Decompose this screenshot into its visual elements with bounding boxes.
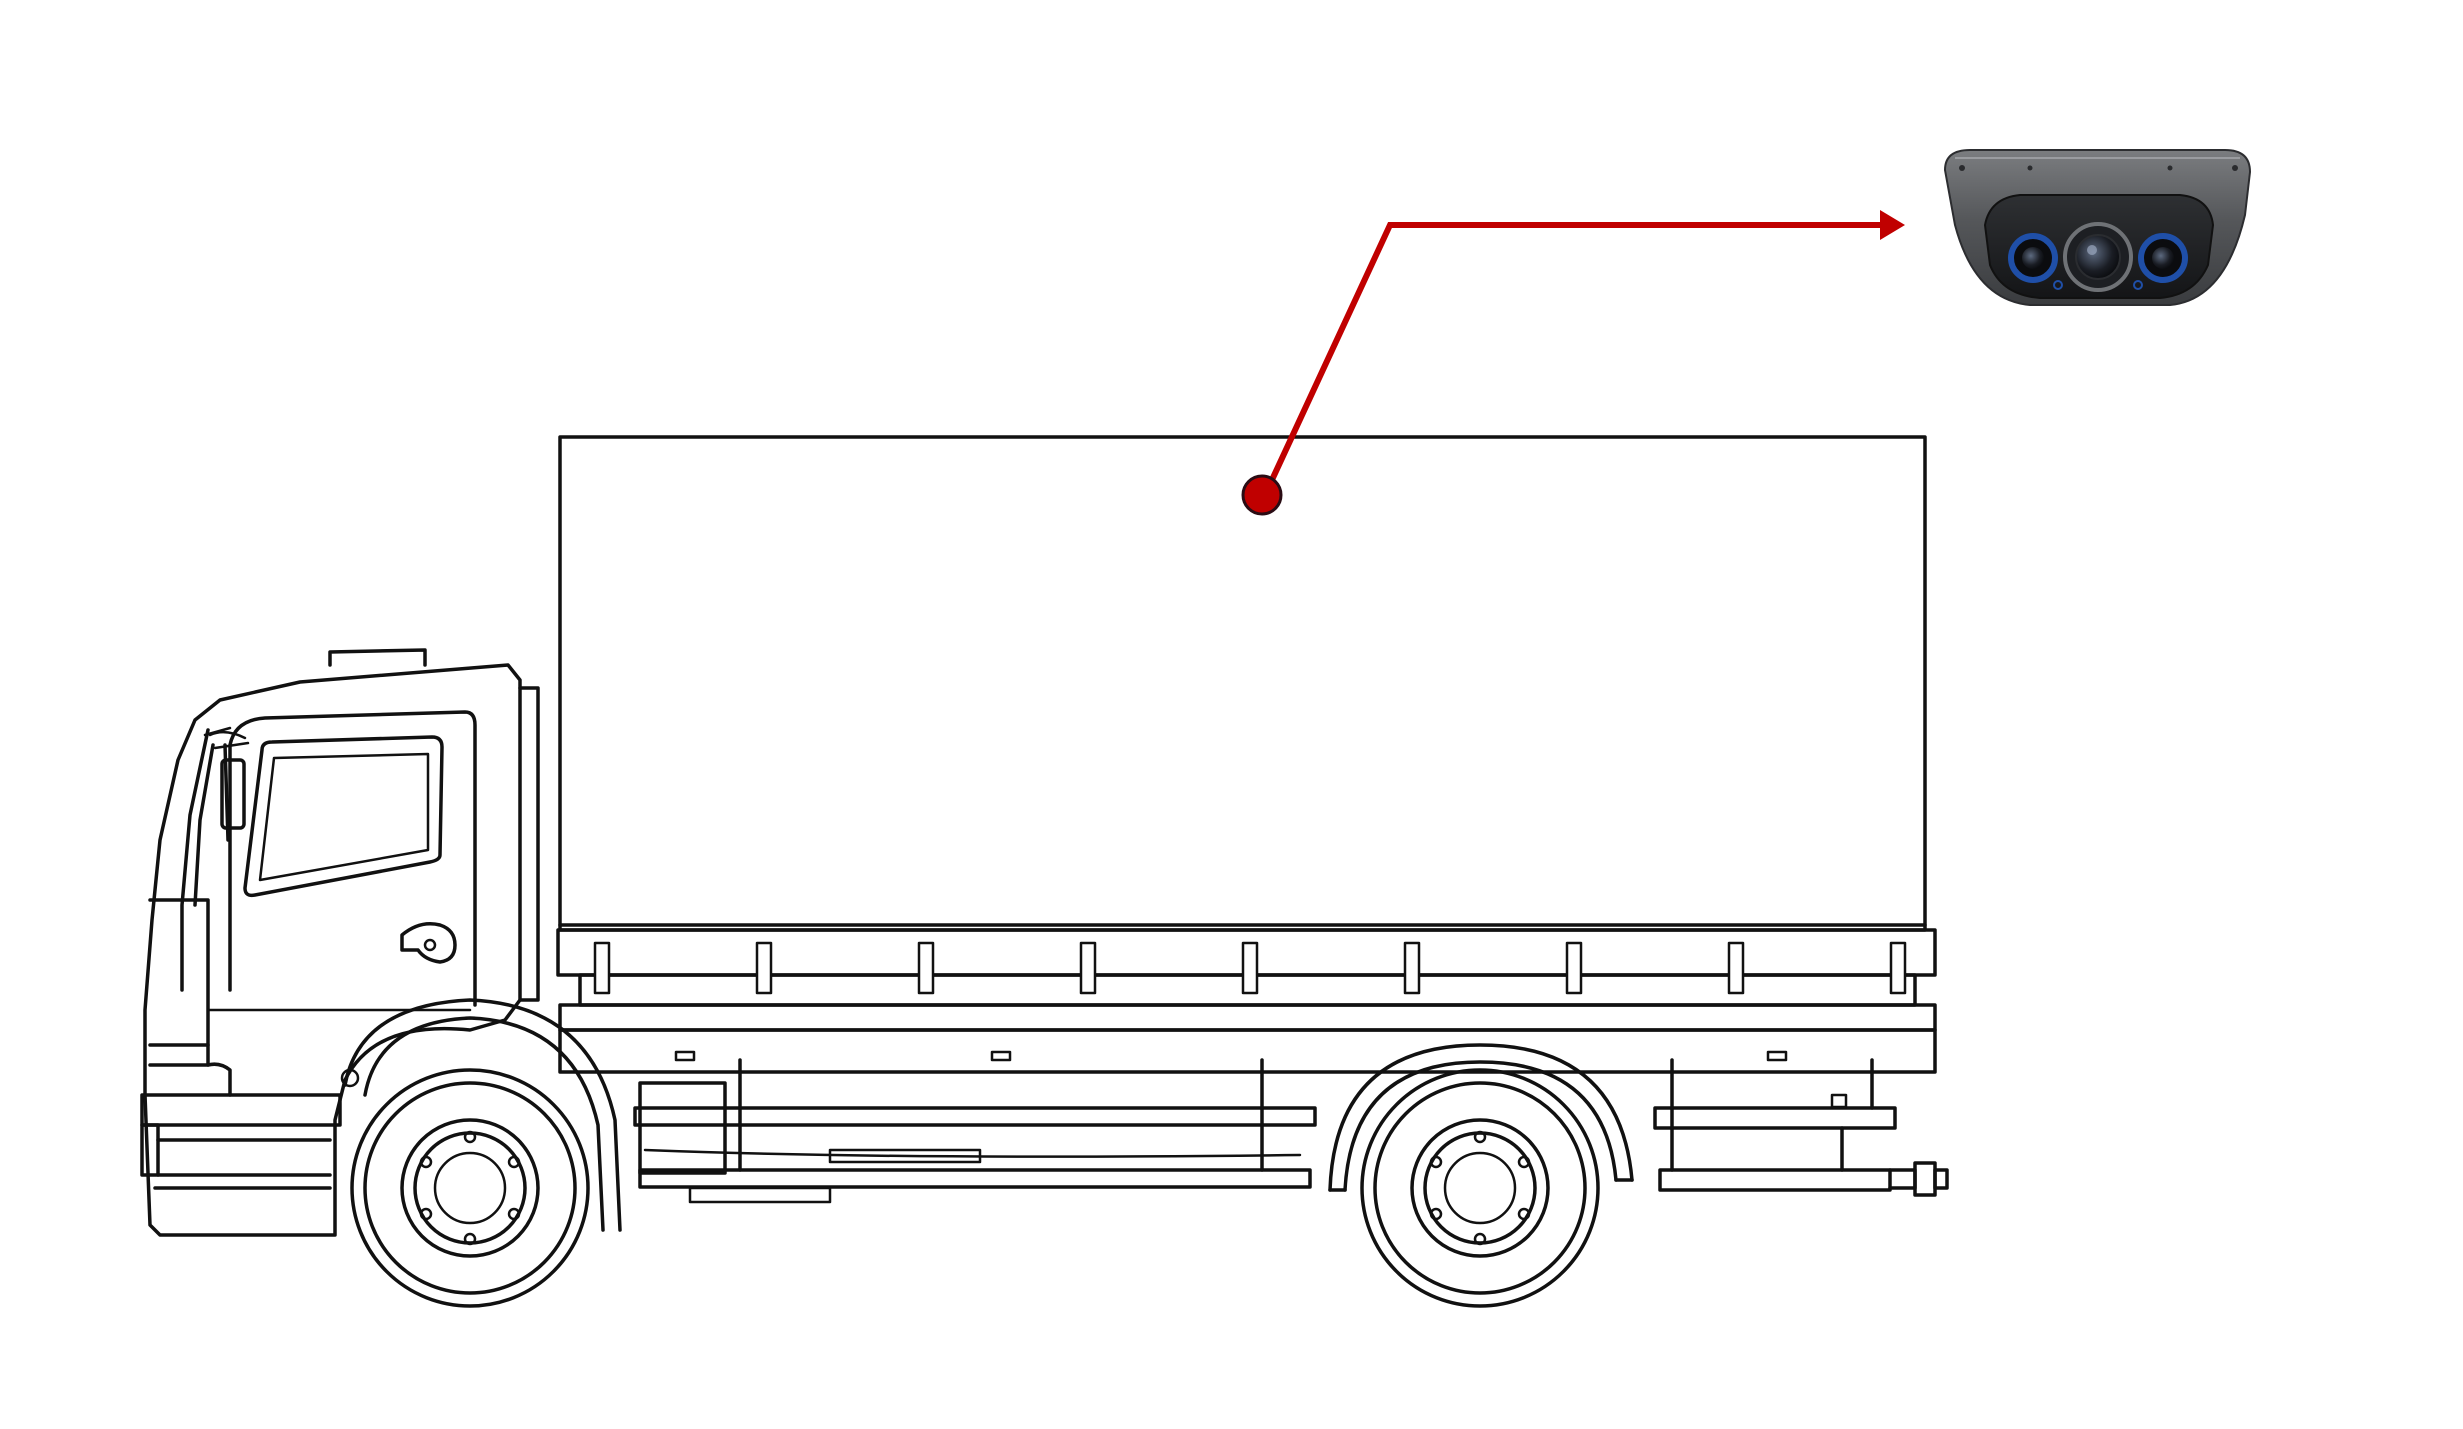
tie-down-straps bbox=[593, 941, 1907, 995]
truck-drawing bbox=[140, 435, 1949, 1308]
cargo-canopy bbox=[558, 435, 1927, 932]
camera-icon bbox=[1943, 149, 2252, 306]
cargo-rail bbox=[556, 928, 1937, 1007]
chassis bbox=[558, 1003, 1949, 1204]
leader-path bbox=[1262, 222, 1880, 497]
front-wheel bbox=[350, 1068, 590, 1308]
truck-cab bbox=[140, 648, 622, 1237]
location-dot-icon bbox=[1241, 474, 1283, 516]
rear-wheel bbox=[1360, 1068, 1600, 1308]
leader-line bbox=[1262, 210, 1905, 497]
arrow-right-icon bbox=[1880, 210, 1905, 240]
